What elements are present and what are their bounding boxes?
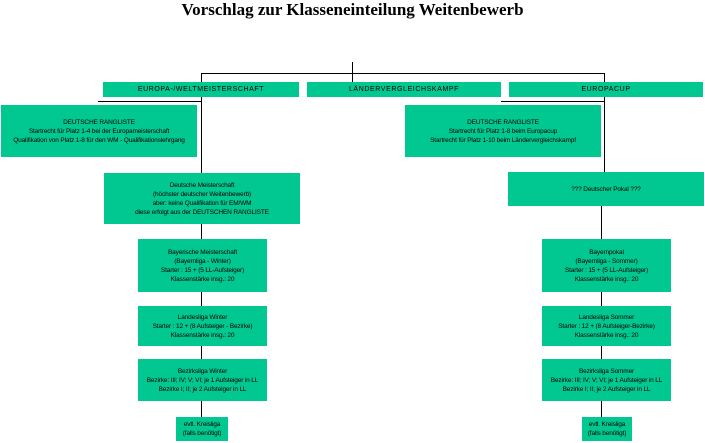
box-heading: DEUTSCHE RANGLISTE — [63, 118, 135, 126]
box-line: Bezirke: III; IV; V; VI; je 1 Aufsteiger… — [146, 376, 259, 384]
box-heading: evtl. Kreisliga — [183, 421, 221, 428]
box-deutsche-meisterschaft: Deutsche Meisterschaft (höchster deutsch… — [104, 173, 300, 224]
box-heading: Bayernpokal — [589, 248, 624, 256]
box-line: Bezirke I; II; je 2 Aufsteiger in LL — [562, 385, 651, 393]
box-bayerische-meisterschaft: Bayerische Meisterschaft (Bayernliga - W… — [138, 239, 267, 292]
box-heading: Bayerische Meisterschaft — [167, 248, 237, 256]
box-heading: Landesliga Sommer — [578, 313, 635, 321]
connector-line — [201, 346, 202, 359]
box-bayernpokal: Bayernpokal (Bayernliga - Sommer) Starte… — [542, 239, 671, 292]
box-line: (Bayernliga - Sommer) — [575, 257, 638, 265]
box-line: Starter : 15 + (5 LL-Aufsteiger) — [160, 266, 245, 274]
box-line: (Bayernliga - Winter) — [174, 257, 231, 265]
box-line: (höchster deutscher Weitenbewerb) — [153, 190, 251, 198]
box-landesliga-winter: Landesliga Winter Starter : 12 + (8 Aufs… — [138, 306, 267, 346]
connector-line — [201, 224, 202, 239]
connector-line — [201, 73, 202, 83]
connector-line — [601, 346, 602, 359]
connector-line — [201, 97, 202, 173]
box-heading: evtl. Kreisliga — [588, 421, 626, 428]
box-deutsche-rangliste-right: DEUTSCHE RANGLISTE Startrecht für Platz … — [405, 105, 601, 157]
box-deutsche-rangliste-left: DEUTSCHE RANGLISTE Startrecht für Platz … — [1, 105, 197, 157]
connector-line — [98, 101, 202, 102]
box-line: Klassenstärke insg.: 20 — [574, 275, 639, 283]
header-europacup: EUROPACUP — [509, 82, 703, 97]
box-heading: Deutsche Meisterschaft — [169, 181, 235, 189]
box-heading: Landesliga Winter — [177, 313, 228, 321]
header-laendervergleichskampf: LÄNDERVERGLEICHSKAMPF — [307, 82, 501, 97]
box-line: Bezirke: III; IV; V; VI; je 1 Aufsteiger… — [550, 376, 663, 384]
box-line: Klassenstärke insg.: 20 — [170, 275, 235, 283]
box-heading: DEUTSCHE RANGLISTE — [467, 118, 539, 126]
connector-line — [601, 206, 602, 239]
connector-line — [601, 401, 602, 417]
connector-line — [201, 73, 605, 74]
box-line: (falls benötigt) — [587, 430, 627, 437]
box-line: (falls benötigt) — [182, 430, 222, 437]
box-line: Startrecht für Platz 1-4 bei der Europam… — [28, 127, 170, 135]
page-title: Vorschlag zur Klasseneinteilung Weitenbe… — [181, 0, 524, 19]
box-landesliga-sommer: Landesliga Sommer Starter : 12 + (8 Aufs… — [542, 306, 671, 346]
box-line: Starter : 15 + (5 LL-Aufsteiger) — [564, 266, 649, 274]
connector-line — [501, 101, 605, 102]
connector-line — [201, 292, 202, 306]
connector-line — [352, 62, 353, 83]
box-heading: Bezirksliga Sommer — [578, 367, 635, 375]
header-label: EUROPA-/WELTMEISTERSCHAFT — [137, 86, 265, 93]
box-bezirksliga-winter: Bezirksliga Winter Bezirke: III; IV; V; … — [138, 359, 267, 401]
connector-line — [604, 97, 605, 172]
box-bezirksliga-sommer: Bezirksliga Sommer Bezirke: III; IV; V; … — [542, 359, 671, 401]
box-line: Starter : 12 + (8 Aufsteiger-Bezirke) — [558, 322, 655, 330]
box-heading: ??? Deutscher Pokal ??? — [571, 185, 641, 193]
connector-line — [201, 401, 202, 417]
box-line: Klassenstärke insg.: 20 — [574, 331, 639, 339]
box-line: Bezirke I; II; je 2 Aufsteiger in LL — [158, 385, 247, 393]
box-kreisliga-left: evtl. Kreisliga (falls benötigt) — [176, 417, 228, 441]
box-line: Klassenstärke insg.: 20 — [170, 331, 235, 339]
box-line: Qualifikation von Platz 1-8 für den WM -… — [13, 136, 185, 144]
box-line: Starter : 12 + (8 Aufsteiger - Bezirke) — [152, 322, 253, 330]
box-line: aber: keine Qualifikation für EM/WM — [152, 199, 252, 207]
header-europa-weltmeisterschaft: EUROPA-/WELTMEISTERSCHAFT — [103, 82, 299, 97]
box-deutscher-pokal: ??? Deutscher Pokal ??? — [508, 172, 704, 206]
header-label: LÄNDERVERGLEICHSKAMPF — [348, 86, 460, 93]
box-kreisliga-right: evtl. Kreisliga (falls benötigt) — [582, 417, 632, 441]
header-label: EUROPACUP — [581, 86, 631, 93]
box-heading: Bezirksliga Winter — [177, 367, 228, 375]
connector-line — [601, 292, 602, 306]
connector-line — [604, 73, 605, 83]
box-line: diese erfolgt aus der DEUTSCHEN RANGLIST… — [135, 208, 269, 216]
box-line: Startrecht für Platz 1-8 beim Europacup — [448, 127, 558, 135]
box-line: Startrecht für Platz 1-10 beim Länderver… — [430, 136, 576, 144]
